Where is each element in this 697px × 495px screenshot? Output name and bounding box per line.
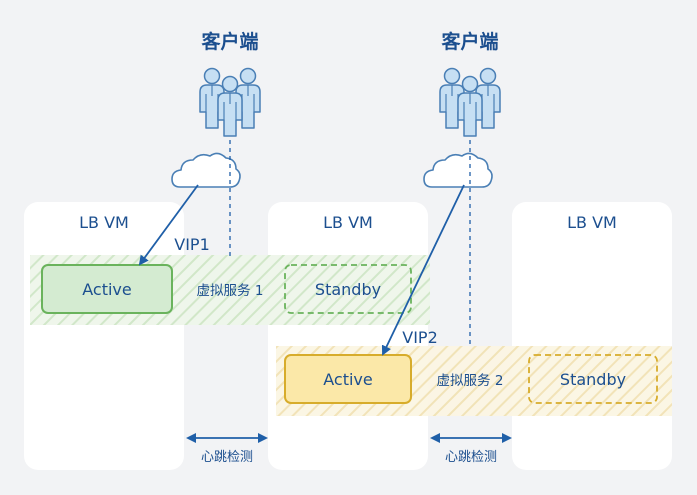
vip2-arrow — [381, 184, 465, 356]
standby-box-2 — [528, 354, 658, 404]
vm-card-3 — [512, 202, 672, 470]
active-box-1 — [41, 264, 173, 314]
client-label-1: 客户端 — [201, 30, 258, 53]
heartbeat-label-1: 心跳检测 — [201, 450, 253, 465]
vm-card-1 — [24, 202, 184, 470]
heartbeat-label-2: 心跳检测 — [445, 450, 497, 465]
users-icon-2 — [439, 67, 501, 137]
service-label-2: 虚拟服务 2 — [437, 373, 504, 389]
vip-label-1: VIP1 — [174, 235, 210, 254]
active-box-2 — [284, 354, 412, 404]
vm-label-3: LB VM — [567, 213, 617, 232]
standby-label-2: Standby — [560, 370, 626, 389]
standby-label-1: Standby — [315, 280, 381, 299]
vm-label-2: LB VM — [323, 213, 373, 232]
active-label-1: Active — [82, 280, 132, 299]
users-icon-1 — [199, 67, 261, 137]
vm-label-1: LB VM — [79, 213, 129, 232]
vip-label-2: VIP2 — [402, 328, 438, 347]
standby-box-1 — [284, 264, 412, 314]
client-label-2: 客户端 — [441, 30, 498, 53]
vip1-arrow — [138, 184, 199, 266]
active-label-2: Active — [323, 370, 373, 389]
cloud-icon-2 — [423, 152, 493, 188]
service-label-1: 虚拟服务 1 — [197, 283, 264, 299]
